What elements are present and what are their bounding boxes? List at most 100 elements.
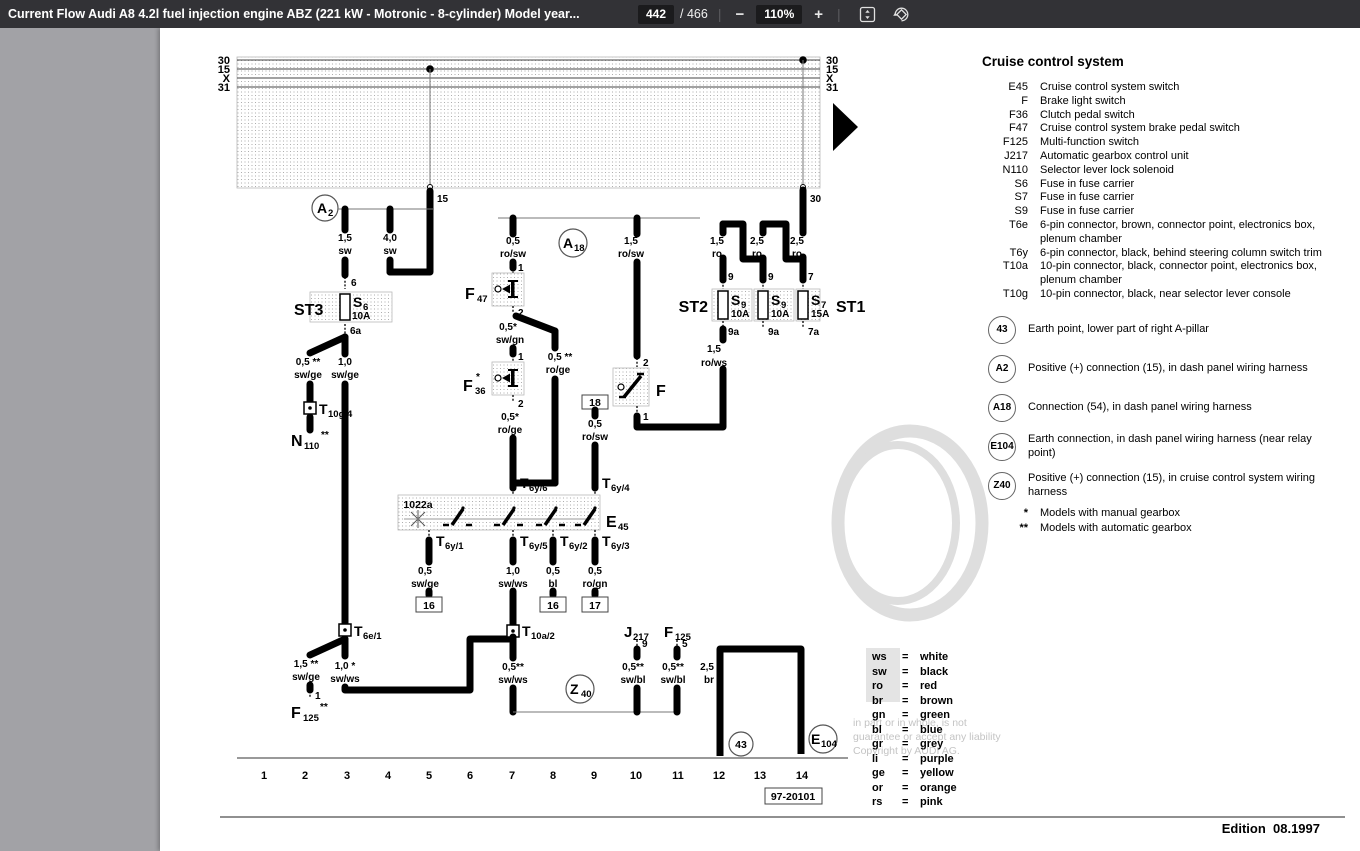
f125-label: F (291, 705, 301, 722)
legend-heading: Cruise control system (982, 54, 1124, 69)
diagram-number: 97-20101 (771, 791, 816, 803)
pin-f36-2: 2 (518, 399, 524, 410)
page-number-input[interactable]: 442 (638, 4, 674, 24)
a18-label: A (563, 235, 573, 251)
svg-text:7: 7 (821, 300, 826, 311)
svg-text:9: 9 (741, 300, 746, 311)
document-title: Current Flow Audi A8 4.2l fuel injection… (8, 7, 580, 21)
legend-note: *Models with manual gearbox (1023, 506, 1181, 519)
svg-text:10g/4: 10g/4 (328, 409, 353, 420)
svg-text:110: 110 (304, 441, 319, 452)
svg-text:0,5**: 0,5** (622, 662, 644, 673)
tap-30-label: 30 (810, 194, 822, 205)
st1-label: ST1 (836, 299, 865, 316)
svg-text:104: 104 (821, 739, 838, 750)
svg-text:0,5: 0,5 (506, 236, 520, 247)
svg-text:15A: 15A (811, 309, 829, 320)
edition-label: Edition 08.1997 (1221, 821, 1320, 836)
box-16-label: 16 (423, 600, 435, 612)
rotate-icon[interactable] (892, 5, 910, 23)
svg-text:*: * (476, 372, 480, 383)
svg-text:br: br (704, 675, 714, 686)
svg-text:6y/2: 6y/2 (569, 541, 588, 552)
svg-text:sw/ge: sw/ge (292, 672, 320, 683)
e104-label: E (811, 731, 820, 747)
pin-f-2: 2 (643, 358, 649, 369)
connector-t6e1: T 6e/1 (338, 623, 382, 642)
svg-text:1,5: 1,5 (707, 344, 721, 355)
pin-f125-5: 5 (682, 639, 688, 650)
svg-text:1,5 **: 1,5 ** (294, 659, 319, 670)
page-continue-arrow-icon (833, 103, 858, 151)
color-code-row: or=orange (872, 781, 957, 794)
pin-f125-1: 1 (315, 691, 321, 702)
svg-text:10a/2: 10a/2 (531, 631, 555, 642)
zoom-level[interactable]: 110% (756, 4, 803, 24)
svg-text:ro/sw: ro/sw (500, 249, 526, 260)
svg-text:6: 6 (363, 302, 368, 313)
fuse-s6-carrier-st3: ST3 S 6 10A 6a (294, 291, 393, 337)
svg-text:0,5: 0,5 (588, 566, 602, 577)
svg-text:sw/ge: sw/ge (411, 579, 439, 590)
svg-text:6y/1: 6y/1 (445, 541, 464, 552)
fit-to-page-icon[interactable] (859, 6, 876, 23)
svg-text:sw/ge: sw/ge (331, 370, 359, 381)
svg-text:1,5: 1,5 (710, 236, 724, 247)
color-code-row: bl=blue (872, 723, 943, 736)
connection-a18: A 18 (498, 217, 700, 258)
e45-label: E (606, 514, 617, 531)
box-18-label: 18 (589, 397, 601, 409)
svg-text:18: 18 (574, 243, 585, 254)
relay-1022a-label: 1022a (403, 499, 432, 511)
t10a2-label: T (522, 623, 531, 639)
svg-text:1: 1 (261, 770, 267, 782)
wire-ro-gn-out: 0,5 ro/gn 17 (581, 536, 609, 613)
watermark-logo (831, 424, 989, 702)
svg-text:6e/1: 6e/1 (363, 631, 382, 642)
zoom-in-button[interactable]: + (810, 6, 827, 23)
bus-label-right-30: 30 (826, 55, 838, 67)
terminal-rail: 1 2 3 4 5 6 7 8 9 10 11 12 13 14 97-2010… (237, 757, 848, 805)
bus-bar: 30 15 X 31 30 15 X 31 (218, 55, 858, 190)
pin-f36-1: 1 (518, 352, 524, 363)
brake-light-switch-f: 1,5 ro/sw 2 F 1 (612, 214, 727, 431)
svg-text:217: 217 (633, 632, 649, 643)
connection-badge: Z40 (988, 471, 1016, 500)
svg-text:9: 9 (591, 770, 597, 782)
svg-text:47: 47 (477, 294, 488, 305)
tap-15: 15 (386, 187, 449, 276)
zoom-out-button[interactable]: − (731, 6, 748, 23)
switch-f47-chain: 0,5 ro/sw 1 F 47 2 0,5* sw/gn 1 (465, 214, 559, 363)
color-code-row: br=brown (872, 694, 953, 707)
pin-9a: 9a (768, 327, 780, 338)
svg-text:0,5: 0,5 (418, 566, 432, 577)
pdf-toolbar: Current Flow Audi A8 4.2l fuel injection… (0, 0, 1360, 28)
pin-7a: 7a (808, 327, 820, 338)
svg-text:2: 2 (328, 208, 333, 219)
wire-sw-ws-route: 1,0 * sw/ws (330, 635, 513, 694)
earth-43-label: 43 (735, 739, 747, 751)
t6y3-label: T (602, 533, 611, 549)
svg-text:1,0: 1,0 (338, 357, 352, 368)
f47-label: F (465, 286, 475, 303)
f-label: F (656, 383, 666, 400)
wire-1-5-sw: 1,5 sw 6 (338, 205, 357, 289)
svg-text:10A: 10A (352, 311, 370, 322)
t6y1-label: T (436, 533, 445, 549)
svg-text:6y/4: 6y/4 (611, 483, 630, 494)
color-code-row: ws=white (872, 651, 949, 664)
svg-text:1,0 *: 1,0 * (335, 661, 356, 672)
legend-note: **Models with automatic gearbox (1019, 521, 1192, 534)
svg-text:6y/5: 6y/5 (529, 541, 548, 552)
svg-text:ro/gn: ro/gn (583, 579, 608, 590)
svg-text:3: 3 (344, 770, 350, 782)
pin-6a: 6a (350, 326, 362, 337)
